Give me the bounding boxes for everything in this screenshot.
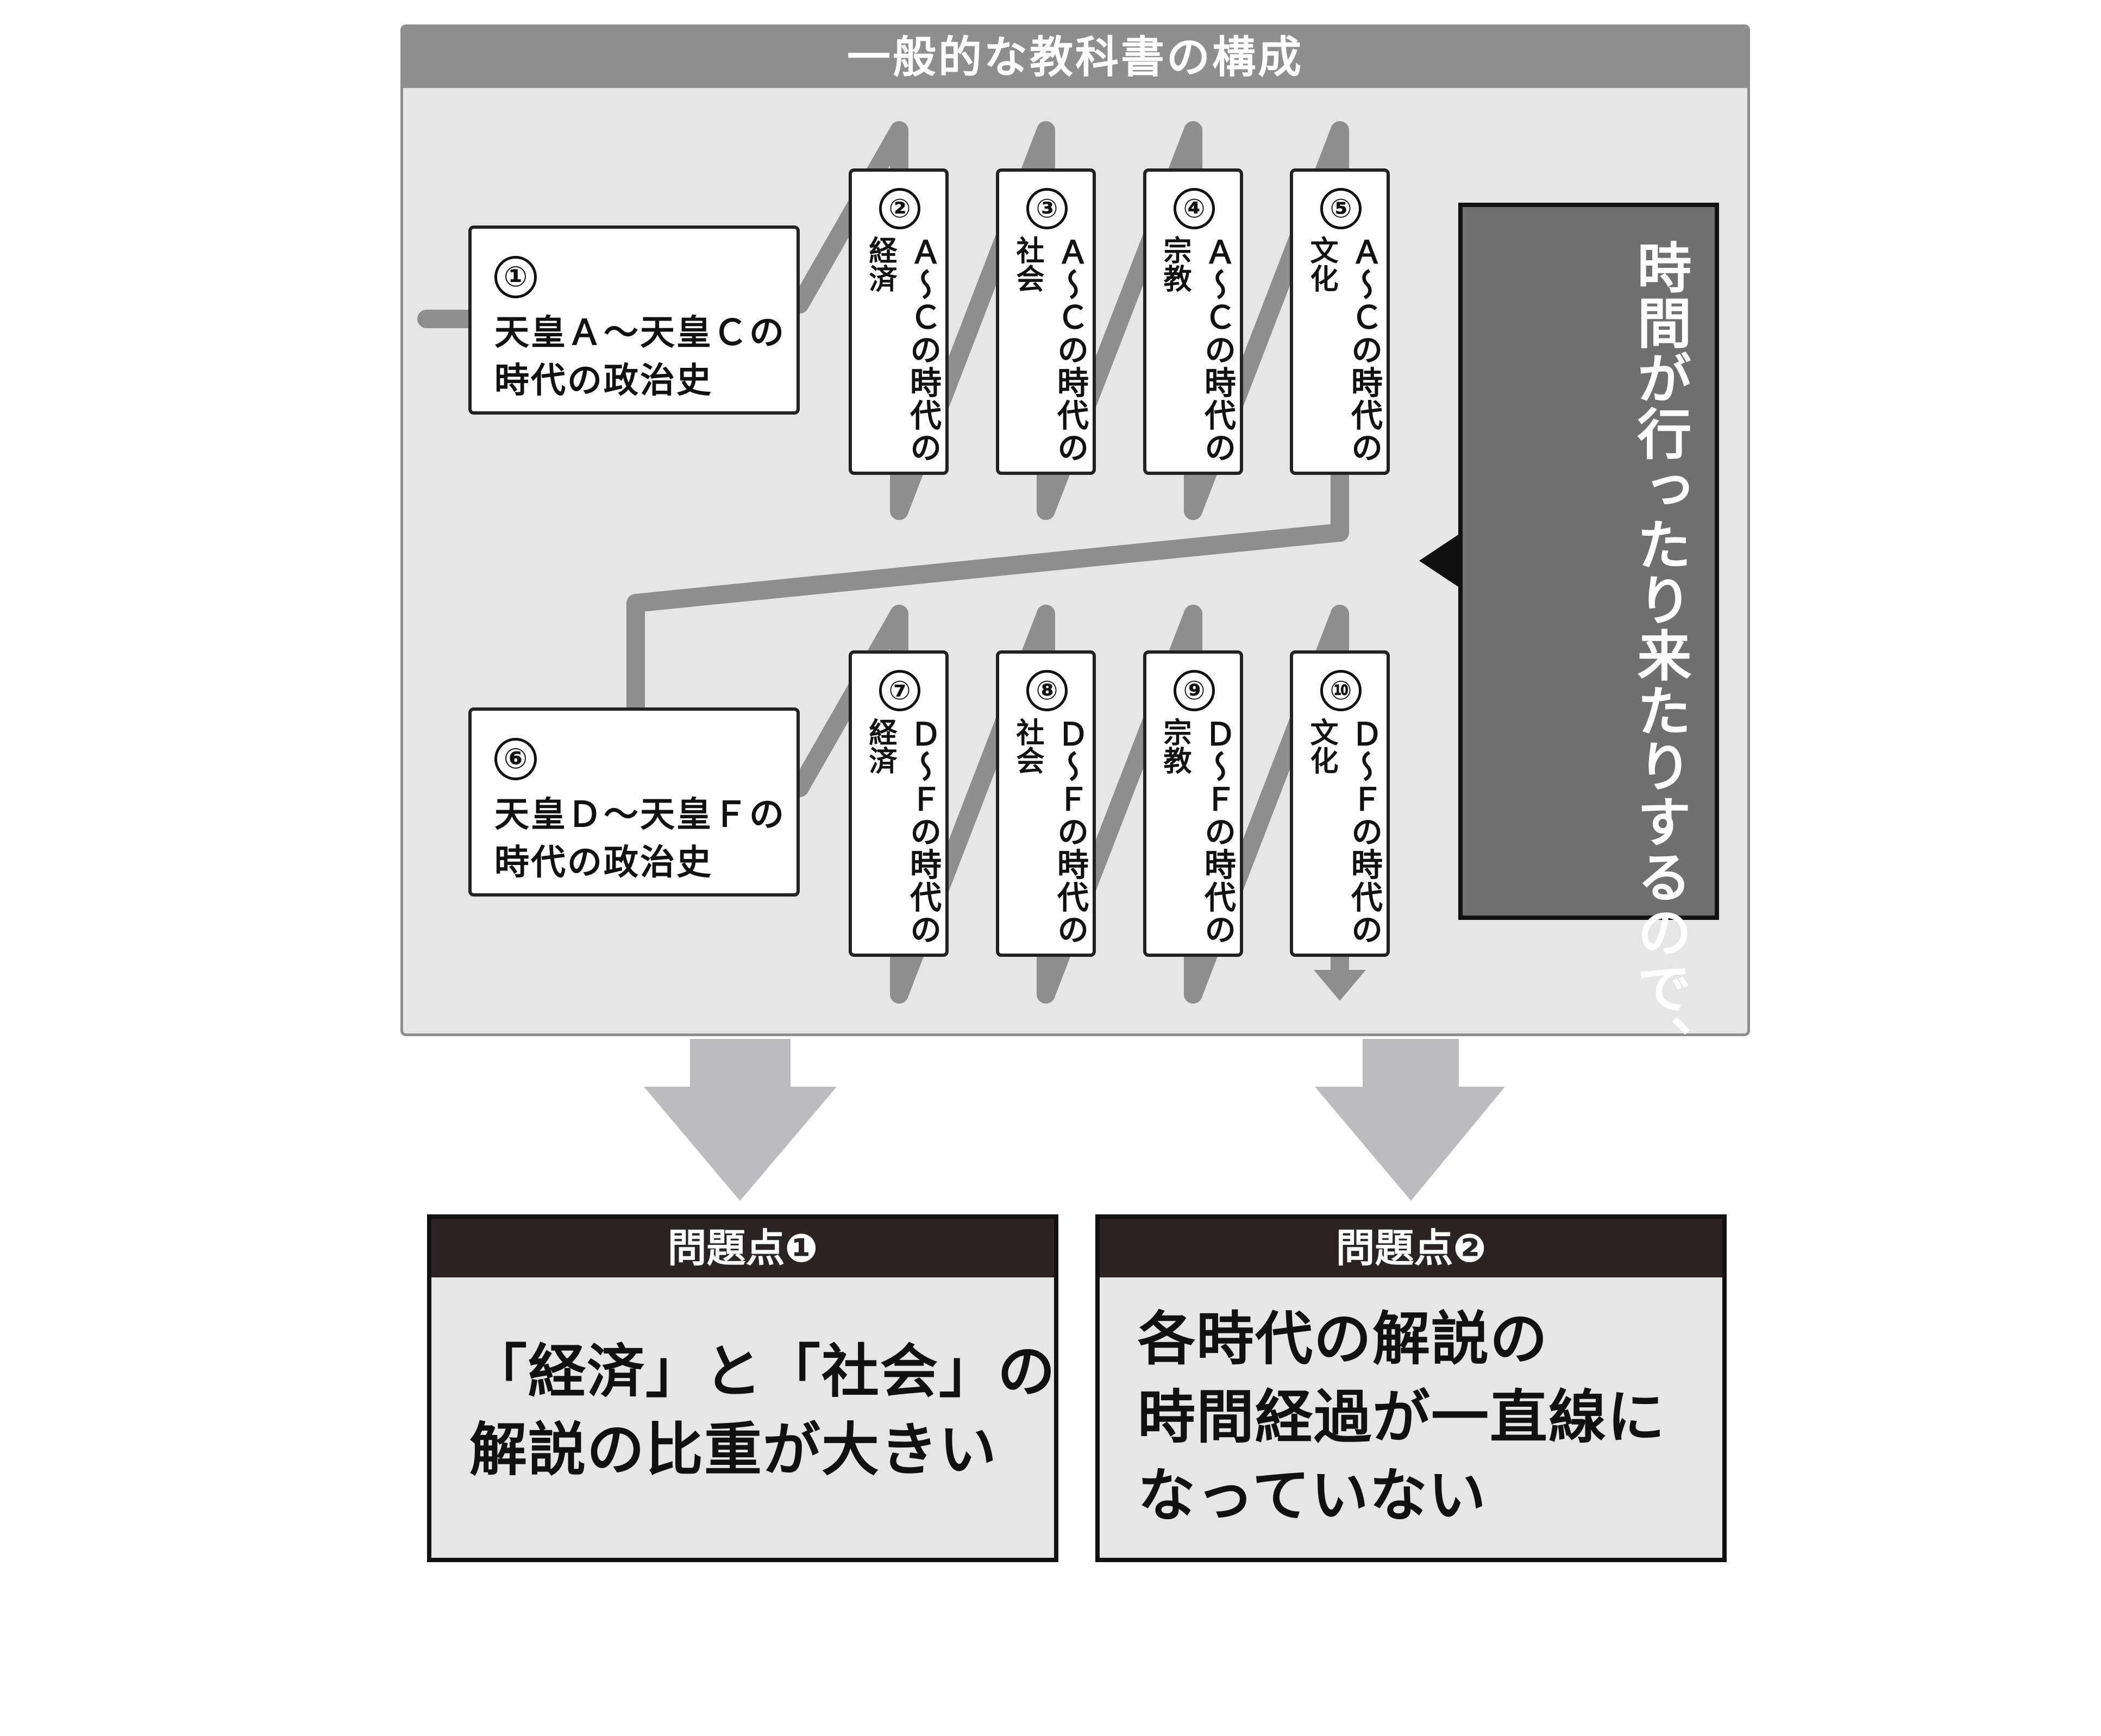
chapter-topic: 文化	[1305, 718, 1338, 774]
chapter-title-line1: 天皇Ｄ～天皇Ｆの	[494, 795, 786, 835]
chapter-9-box: ⑨ Ｄ～Ｆの時代の 宗教	[1143, 650, 1243, 957]
chapter-10-box: ⑩ Ｄ～Ｆの時代の 文化	[1290, 650, 1390, 957]
chapter-topic: 宗教	[1158, 718, 1191, 774]
chapter-3-box: ③ Ａ～Ｃの時代の 社会	[996, 168, 1096, 475]
chapter-number: ⑩	[1320, 670, 1362, 711]
chapter-period: Ｄ～Ｆの時代の	[1199, 718, 1236, 946]
chapter-title-line2: 時代の政治史	[494, 843, 713, 883]
chapter-2-box: ② Ａ～Ｃの時代の 経済	[849, 168, 949, 475]
chapter-topic: 経済	[864, 236, 896, 292]
return-path	[626, 523, 1349, 718]
chapter-number: ⑤	[1320, 188, 1362, 229]
chapter-topic: 宗教	[1158, 236, 1191, 292]
chapter-period: Ａ～Ｃの時代の	[1346, 236, 1383, 464]
chapter-number: ④	[1174, 188, 1215, 229]
chapter-7-box: ⑦ Ｄ～Ｆの時代の 経済	[849, 650, 949, 957]
problem-2-line: 時間経過が一直線に	[1138, 1384, 1666, 1451]
problem-2-box: 問題点❷ 各時代の解説の 時間経過が一直線に なっていない	[1095, 1214, 1727, 1562]
chapter-period: Ａ～Ｃの時代の	[905, 236, 942, 464]
chapter-number: ①	[494, 256, 537, 298]
chapter-6-box: ⑥ 天皇Ｄ～天皇Ｆの 時代の政治史	[468, 707, 800, 897]
chapter-number: ⑦	[879, 670, 920, 711]
problem-2-header: 問題点❷	[1100, 1219, 1722, 1277]
chapter-period: Ｄ～Ｆの時代の	[1052, 718, 1089, 946]
chapter-number: ⑨	[1174, 670, 1215, 711]
problem-2-line: なっていない	[1138, 1462, 1487, 1529]
chapter-1-box: ① 天皇Ａ～天皇Ｃの 時代の政治史	[468, 225, 800, 415]
time-flow-callout: 時間が行ったり来たりするので、タテの流れが理解しづらい	[1458, 203, 1719, 1736]
problem-1-line: 「経済」と「社会」の	[469, 1338, 1056, 1405]
callout-pointer	[1419, 532, 1462, 589]
chapter-topic: 経済	[864, 718, 896, 774]
chapter-period: Ａ～Ｃの時代の	[1052, 236, 1089, 464]
problem-1-line: 解説の比重が大きい	[469, 1417, 998, 1483]
chapter-period: Ｄ～Ｆの時代の	[1346, 718, 1383, 946]
chapter-4-box: ④ Ａ～Ｃの時代の 宗教	[1143, 168, 1243, 475]
problem-1-header: 問題点❶	[431, 1219, 1054, 1277]
down-arrow-left	[644, 1039, 837, 1201]
problem-1-box: 問題点❶ 「経済」と「社会」の 解説の比重が大きい	[427, 1214, 1058, 1562]
problem-2-body: 各時代の解説の 時間経過が一直線に なっていない	[1138, 1300, 1701, 1535]
chapter-title-line1: 天皇Ａ～天皇Ｃの	[494, 313, 786, 353]
chapter-8-box: ⑧ Ｄ～Ｆの時代の 社会	[996, 650, 1096, 957]
chapter-topic: 文化	[1305, 236, 1338, 292]
problem-1-body: 「経済」と「社会」の 解説の比重が大きい	[469, 1333, 1056, 1489]
chapter-number: ⑧	[1026, 670, 1068, 711]
chapter-period: Ａ～Ｃの時代の	[1199, 236, 1236, 464]
chapter-title-line2: 時代の政治史	[494, 361, 713, 401]
callout-text: 時間が行ったり来たりするので、タテの流れが理解しづらい	[1625, 240, 1694, 1736]
down-arrow-right	[1315, 1039, 1505, 1201]
chapter-5-box: ⑤ Ａ～Ｃの時代の 文化	[1290, 168, 1390, 475]
chapter-period: Ｄ～Ｆの時代の	[905, 718, 942, 946]
chapter-topic: 社会	[1011, 718, 1044, 774]
chapter-number: ⑥	[494, 738, 537, 780]
chapter-number: ②	[879, 188, 920, 229]
chapter-topic: 社会	[1011, 236, 1044, 292]
textbook-structure-diagram: 一般的な教科書の構成	[400, 24, 1750, 1736]
panel-title: 一般的な教科書の構成	[403, 27, 1747, 88]
problem-2-line: 各時代の解説の	[1138, 1306, 1548, 1372]
end-arrowhead	[1314, 970, 1366, 1001]
chapter-number: ③	[1026, 188, 1068, 229]
